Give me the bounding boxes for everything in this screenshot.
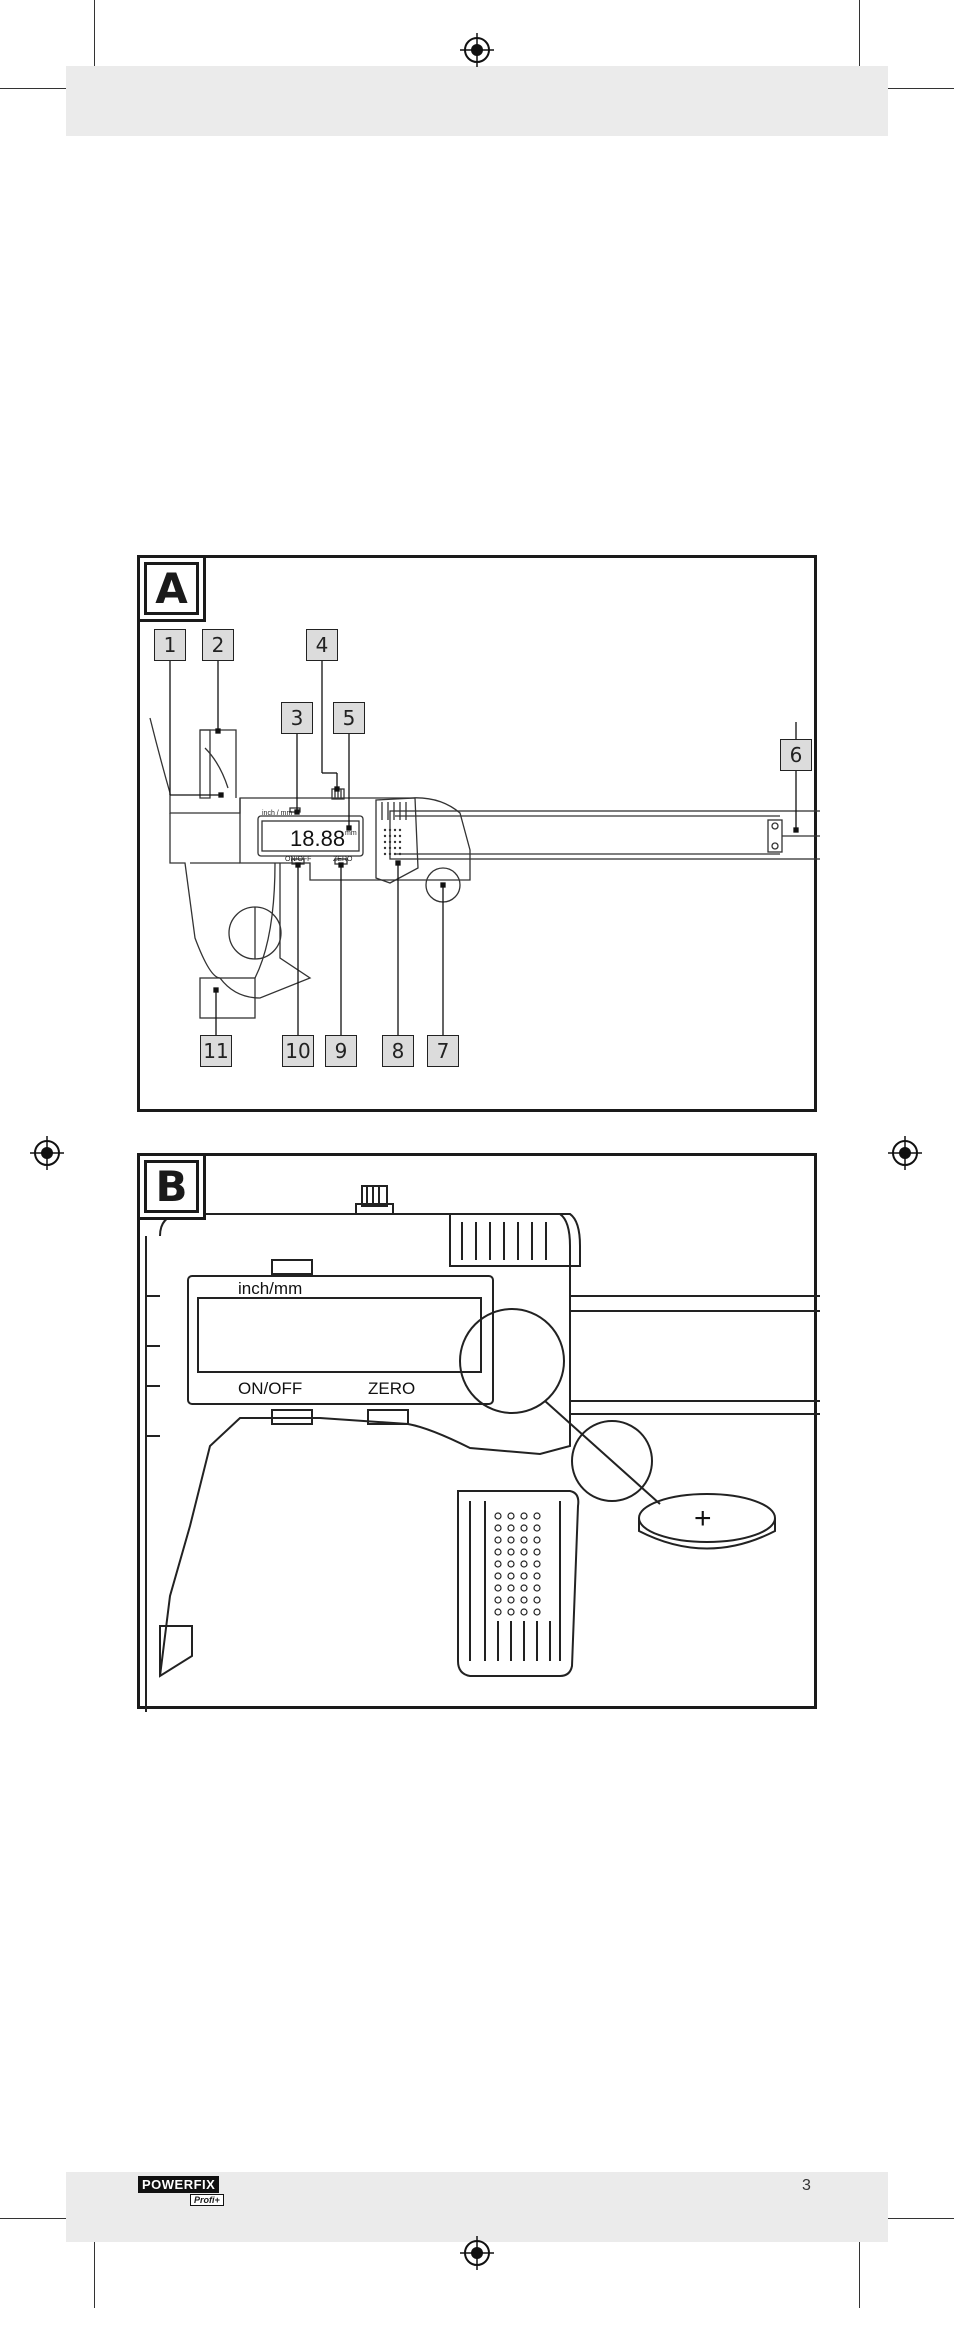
zero-label: ZERO [333, 856, 353, 863]
crop-mark [888, 88, 954, 89]
callout-4: 4 [306, 629, 338, 661]
crop-mark [859, 2242, 860, 2308]
battery-plus-symbol: + [694, 1502, 712, 1535]
units-label: inch/mm [238, 1279, 302, 1298]
caliper-overview-drawing: inch / mm 18.88 mm ON/OFF ZERO [149, 661, 820, 1035]
registration-mark-icon [460, 2236, 494, 2270]
display-value: 18.88 [290, 826, 345, 851]
callout-9: 9 [325, 1035, 357, 1067]
battery-replacement-drawing: inch/mm ON/OFF ZERO + [145, 1185, 820, 1712]
crop-mark [0, 2218, 66, 2219]
display-units-label: inch / mm [262, 810, 293, 817]
on-off-label: ON/OFF [285, 856, 311, 863]
crop-mark [94, 2242, 95, 2308]
brand-sub: Profi+ [190, 2194, 224, 2206]
callout-11: 11 [200, 1035, 232, 1067]
page-number: 3 [802, 2177, 811, 2194]
display-unit-suffix: mm [345, 830, 357, 837]
callout-5: 5 [333, 702, 365, 734]
crop-mark [859, 0, 860, 66]
zero-label: ZERO [368, 1379, 415, 1398]
callout-8: 8 [382, 1035, 414, 1067]
brand-name: POWERFIX [138, 2176, 220, 2193]
callout-1: 1 [154, 629, 186, 661]
callout-7: 7 [427, 1035, 459, 1067]
registration-mark-icon [30, 1136, 64, 1170]
brand-logo: POWERFIX Profi+ [138, 2176, 258, 2220]
crop-mark [94, 0, 95, 66]
callout-10: 10 [282, 1035, 314, 1067]
figure-b: inch/mm ON/OFF ZERO + B [137, 1153, 820, 1712]
figure-a: inch / mm 18.88 mm ON/OFF ZERO A 1 2 4 3… [137, 555, 820, 1112]
registration-mark-icon [460, 33, 494, 67]
registration-mark-icon [888, 1136, 922, 1170]
callout-6: 6 [780, 739, 812, 771]
crop-mark [888, 2218, 954, 2219]
callout-3: 3 [281, 702, 313, 734]
figure-a-label: A [140, 558, 206, 622]
figure-b-label: B [140, 1156, 206, 1220]
on-off-label: ON/OFF [238, 1379, 302, 1398]
callout-2: 2 [202, 629, 234, 661]
crop-mark [0, 88, 66, 89]
header-band [66, 66, 888, 136]
